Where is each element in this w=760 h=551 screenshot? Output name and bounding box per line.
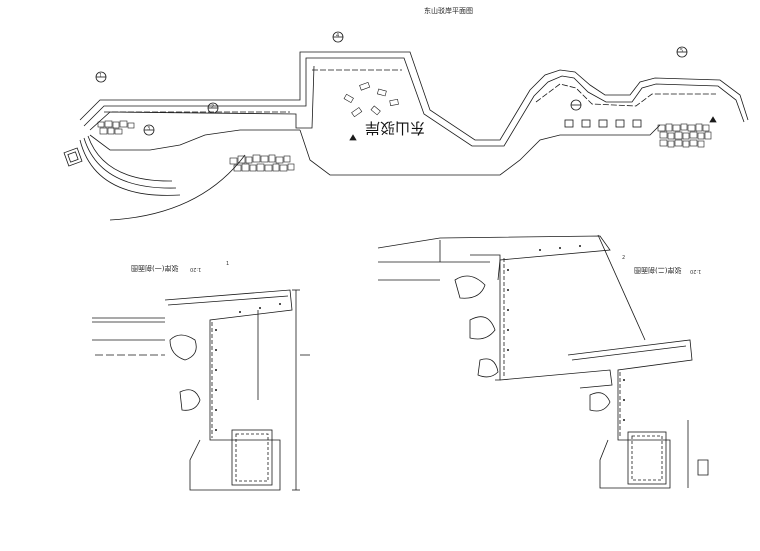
marker-label: 5: [680, 48, 684, 54]
scattered-stones: [343, 82, 399, 118]
stepping-stones: [564, 119, 642, 128]
plaza-label: 东山驳岸: [365, 119, 426, 137]
marker-label: 4: [336, 33, 340, 39]
circular-platform-arc: [79, 139, 181, 196]
drawing-title: 东山驳岸平面图: [424, 7, 473, 15]
section-1-marker: 1: [226, 261, 230, 267]
section-2-marker: 2: [622, 255, 626, 261]
section-2-scale: 1:20: [690, 268, 702, 274]
marker-label: 2: [211, 104, 215, 110]
section-1-detail: [92, 289, 310, 491]
embankment-outline: [79, 51, 749, 141]
plan-view: [63, 31, 749, 221]
marker-label: 1: [99, 73, 103, 79]
boulder-cluster: [97, 120, 712, 172]
section-1-title: 驳岸(一)剖面图: [131, 264, 179, 272]
section-marker-group: [95, 31, 688, 136]
section-2-title: 驳岸(二)剖面图: [634, 266, 682, 274]
marker-label: 3: [147, 126, 151, 132]
section-1-scale: 1:20: [190, 266, 202, 272]
section-2-detail: [377, 234, 709, 489]
